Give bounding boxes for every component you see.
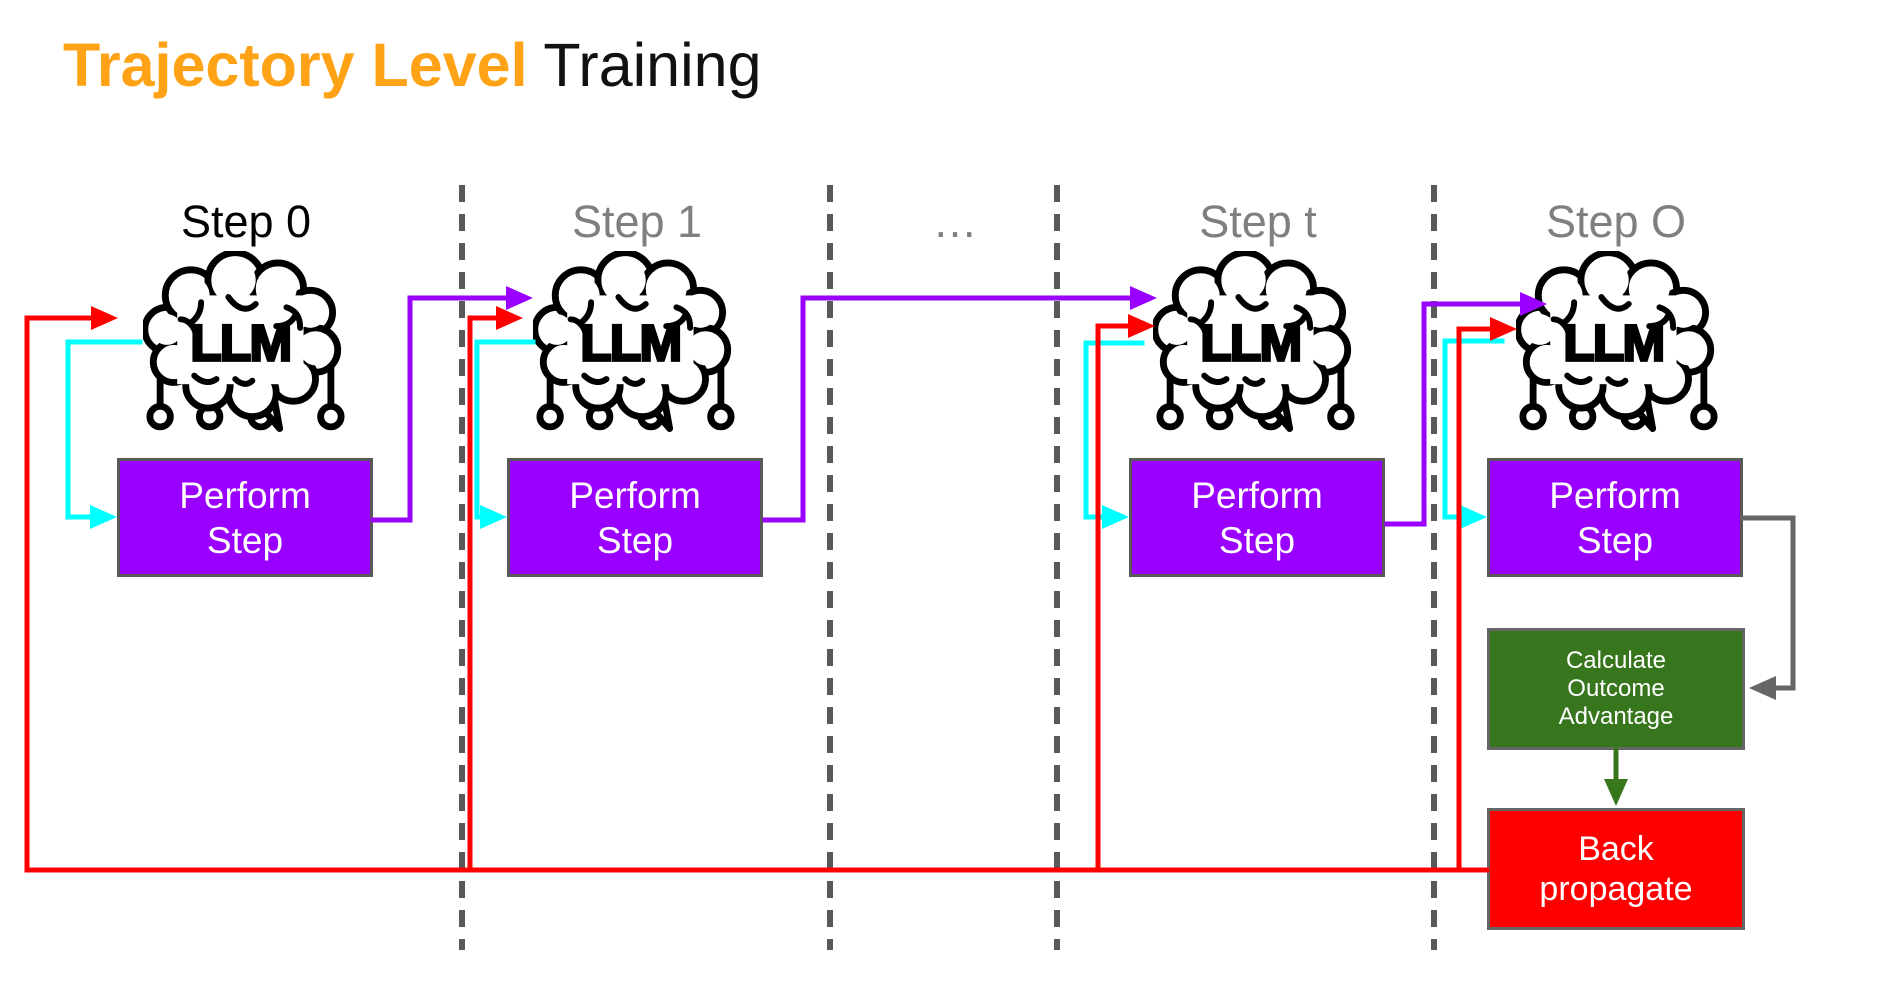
- title-rest: Training: [527, 31, 762, 99]
- llm-brain-icon-step1: [533, 251, 738, 432]
- llm-brain-icon-stepO: [1516, 251, 1721, 432]
- title-highlight: Trajectory Level: [63, 31, 528, 99]
- llm-brain-icon-step0: [143, 251, 348, 432]
- step-label-O: Step O: [1545, 196, 1687, 247]
- step-divider-dashed-3: [1054, 185, 1060, 950]
- perform-step-box-step1: Perform Step: [507, 458, 763, 577]
- calculate-outcome-advantage-box: Calculate Outcome Advantage: [1487, 628, 1745, 750]
- outcome-arrow-gray: [1740, 515, 1796, 700]
- backprop-arrow-red-step0: [24, 306, 118, 873]
- backprop-arrow-red-step1: [467, 306, 523, 873]
- backprop-arrow-red-stepO: [1456, 317, 1517, 873]
- step-divider-dashed-2: [827, 185, 833, 950]
- perform-step-box-stept: Perform Step: [1129, 458, 1385, 577]
- step-divider-dashed-1: [459, 185, 465, 950]
- ellipsis-label: …: [932, 196, 978, 247]
- step-divider-dashed-4: [1431, 185, 1437, 950]
- step-label-t: Step t: [1199, 196, 1317, 247]
- perform-step-box-stepO: Perform Step: [1487, 458, 1743, 577]
- context-arrow-purple-step1-to-stept: [762, 286, 1157, 523]
- back-propagate-box: Back propagate: [1487, 808, 1745, 930]
- perform-step-box-step0: Perform Step: [117, 458, 373, 577]
- step-label-0: Step 0: [180, 196, 312, 247]
- backprop-arrow-red-stept: [1095, 314, 1155, 873]
- step-label-1: Step 1: [571, 196, 703, 247]
- advantage-arrow-green: [1604, 747, 1628, 806]
- llm-brain-icon-stept: [1153, 251, 1358, 432]
- page-title: Trajectory Level Training: [63, 30, 762, 100]
